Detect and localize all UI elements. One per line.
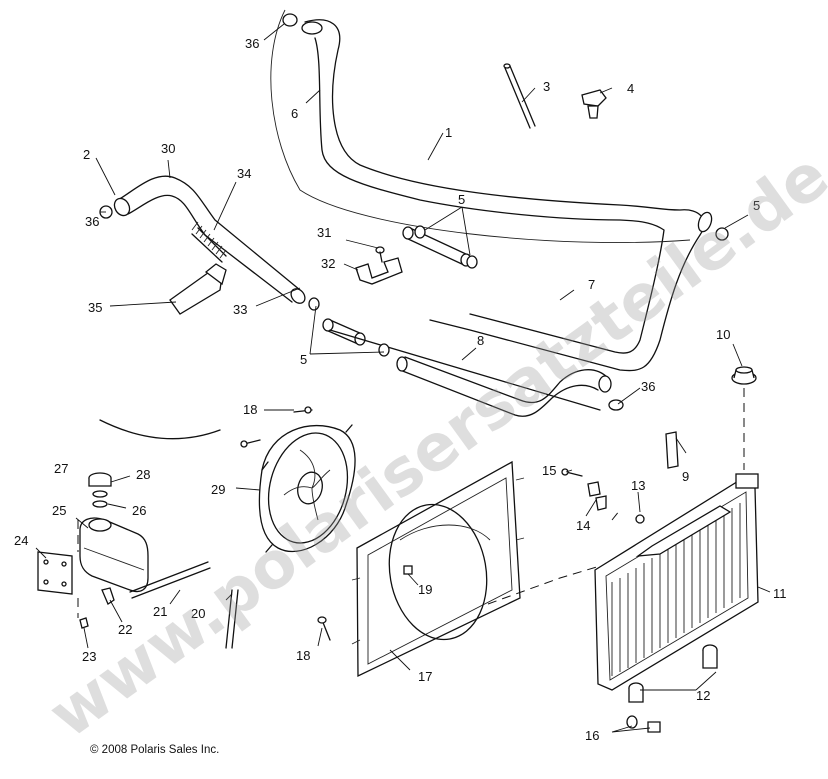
tee-35 [169, 263, 227, 315]
callout-7: 7 [588, 277, 595, 292]
fan-shroud [351, 460, 525, 678]
callout-4: 4 [627, 81, 634, 96]
callout-18-top: 18 [243, 402, 257, 417]
callout-35: 35 [88, 300, 102, 315]
callout-1: 1 [445, 125, 452, 140]
callout-6: 6 [291, 106, 298, 121]
callout-26: 26 [132, 503, 146, 518]
callout-31: 31 [317, 225, 331, 240]
coolant-reservoir [79, 517, 149, 593]
callout-30: 30 [161, 141, 175, 156]
callout-17: 17 [418, 669, 432, 684]
callout-23: 23 [82, 649, 96, 664]
overflow-bracket [665, 431, 679, 469]
fitting-4 [581, 89, 607, 119]
callout-36-left: 36 [85, 214, 99, 229]
assembly-guides [77, 388, 745, 618]
callout-27: 27 [54, 461, 68, 476]
callout-2: 2 [83, 147, 90, 162]
callout-8: 8 [477, 333, 484, 348]
callout-18-bottom: 18 [296, 648, 310, 663]
callout-21: 21 [153, 604, 167, 619]
callout-15: 15 [542, 463, 556, 478]
hose-30-33 [113, 175, 306, 304]
callout-25: 25 [52, 503, 66, 518]
callout-28: 28 [136, 467, 150, 482]
callout-14: 14 [576, 518, 590, 533]
radiator [594, 473, 759, 733]
callout-33: 33 [233, 302, 247, 317]
callout-5-right: 5 [753, 198, 760, 213]
callout-32: 32 [321, 256, 335, 271]
callout-36-top: 36 [245, 36, 259, 51]
radiator-cap [731, 366, 757, 385]
leader-lines [35, 23, 771, 733]
callout-36-right: 36 [641, 379, 655, 394]
callout-13: 13 [631, 478, 645, 493]
callout-29: 29 [211, 482, 225, 497]
callout-5-top: 5 [458, 192, 465, 207]
bracket-32 [355, 246, 403, 285]
reservoir-cap [88, 472, 112, 508]
hardware [240, 406, 645, 641]
callout-11: 11 [773, 586, 787, 601]
hose-spring [191, 221, 227, 263]
callout-24: 24 [14, 533, 28, 548]
callout-10: 10 [716, 327, 730, 342]
reservoir-bracket [37, 551, 73, 595]
hose-clamp [99, 13, 729, 411]
copyright-notice: © 2008 Polaris Sales Inc. [90, 744, 219, 756]
callout-5-bottom: 5 [300, 352, 307, 367]
callout-34: 34 [237, 166, 251, 181]
cooling-fan [258, 424, 356, 553]
callout-19: 19 [418, 582, 432, 597]
hose-1 [270, 9, 713, 372]
callout-9: 9 [682, 469, 689, 484]
callout-12: 12 [696, 688, 710, 703]
callout-3: 3 [543, 79, 550, 94]
callout-20: 20 [191, 606, 205, 621]
overflow-tube [79, 561, 239, 649]
callout-16: 16 [585, 728, 599, 743]
rod-3 [503, 63, 536, 129]
callout-22: 22 [118, 622, 132, 637]
callout-labels: 1 2 3 4 5 5 5 6 7 8 9 10 11 12 13 14 15 … [14, 36, 787, 743]
